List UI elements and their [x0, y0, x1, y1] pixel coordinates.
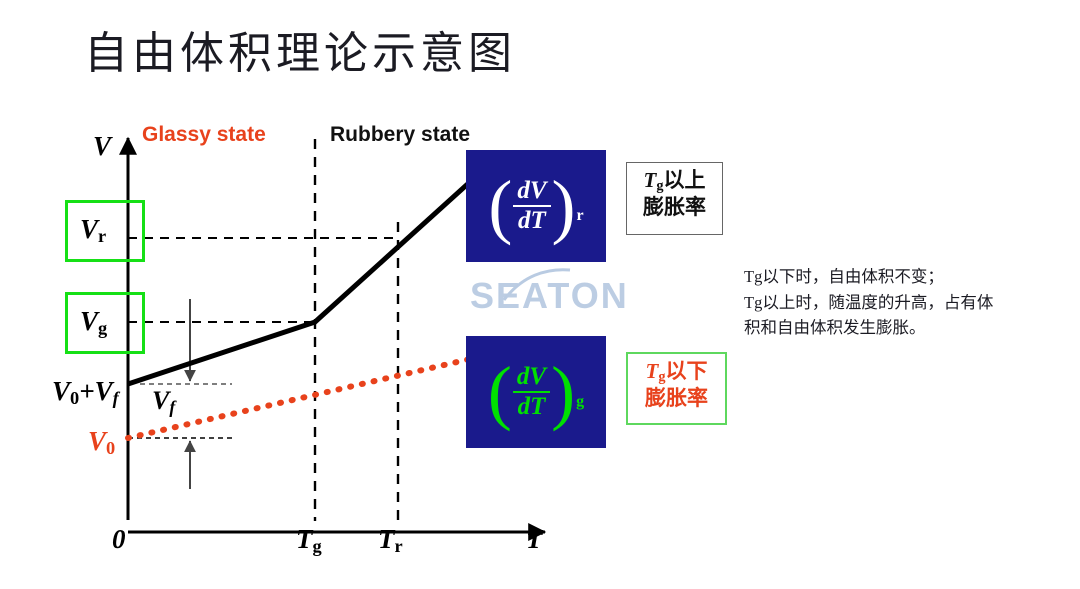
right-paren-icon: ): [551, 165, 576, 246]
tr-tick-subscript: r: [394, 536, 403, 557]
glassy-numerator: dV: [516, 363, 547, 390]
vr-subscript: r: [98, 226, 107, 247]
rubbery-fraction: dV dT: [513, 177, 551, 235]
x-axis-label: T: [526, 524, 543, 554]
left-paren-icon: (: [488, 165, 513, 246]
vr-highlight-box: [65, 200, 145, 262]
below-tg-symbol: T: [645, 359, 659, 383]
right-paren-icon: ): [551, 351, 576, 432]
vf-label: Vf: [152, 386, 175, 418]
tg-tick-subscript: g: [312, 536, 322, 557]
tr-tick-base: T: [378, 524, 395, 554]
glassy-state-label: Glassy state: [142, 123, 266, 146]
glassy-expansion-formula-card: ( dV dT ) g: [466, 336, 606, 448]
glassy-formula: ( dV dT ) g: [487, 351, 585, 432]
vf-subscript: f: [169, 396, 176, 417]
v0vf-mid: +V: [79, 376, 113, 406]
rubbery-expansion-formula-card: ( dV dT ) r: [466, 150, 606, 262]
glassy-fraction: dV dT: [512, 363, 551, 421]
y-axis-label: V: [93, 131, 112, 161]
fraction-bar: [513, 205, 551, 207]
v0-label: V0: [88, 426, 115, 459]
rubbery-denominator: dT: [518, 207, 546, 234]
rubbery-state-label: Rubbery state: [330, 123, 471, 146]
v0-base: V: [88, 426, 107, 456]
tg-tick-base: T: [296, 524, 313, 554]
v0vf-sub-zero: 0: [70, 388, 80, 409]
vg-label: Vg: [80, 306, 107, 339]
tg-tick-label: Tg: [296, 524, 322, 557]
fraction-bar: [512, 391, 551, 393]
glassy-denominator: dT: [517, 393, 546, 420]
v0-plus-vf-label: V0+Vf: [52, 376, 119, 409]
vg-subscript: g: [98, 318, 108, 339]
origin-label: 0: [112, 524, 126, 554]
left-paren-icon: (: [487, 351, 512, 432]
explanation-note: Tg以下时，自由体积不变； Tg以上时，随温度的升高，占有体 积和自由体积发生膨…: [744, 267, 994, 338]
rubbery-subscript: r: [576, 207, 584, 224]
below-tg-subscript: g: [658, 369, 666, 386]
vr-label: Vr: [80, 214, 106, 247]
v0-subscript: 0: [106, 438, 116, 459]
series-total-volume: [127, 160, 494, 387]
vf-base: V: [152, 386, 170, 415]
v0vf-base: V: [52, 376, 71, 406]
glassy-subscript: g: [576, 393, 585, 410]
v0vf-sub-f: f: [112, 388, 119, 409]
above-tg-text: 以上 膨胀率: [643, 168, 706, 219]
vr-base: V: [80, 214, 99, 244]
vg-highlight-box: [65, 292, 145, 354]
page-title: 自由体积理论示意图: [84, 29, 516, 78]
rubbery-formula: ( dV dT ) r: [488, 165, 584, 246]
below-tg-callout: Tg以下 膨胀率: [626, 352, 727, 425]
tr-tick-label: Tr: [378, 524, 403, 557]
rubbery-numerator: dV: [517, 177, 547, 204]
above-tg-callout: Tg以上 膨胀率: [626, 162, 723, 235]
vg-base: V: [80, 306, 99, 336]
below-tg-text: 以下 膨胀率: [645, 359, 708, 410]
above-tg-subscript: g: [656, 178, 664, 195]
above-tg-symbol: T: [643, 168, 657, 192]
